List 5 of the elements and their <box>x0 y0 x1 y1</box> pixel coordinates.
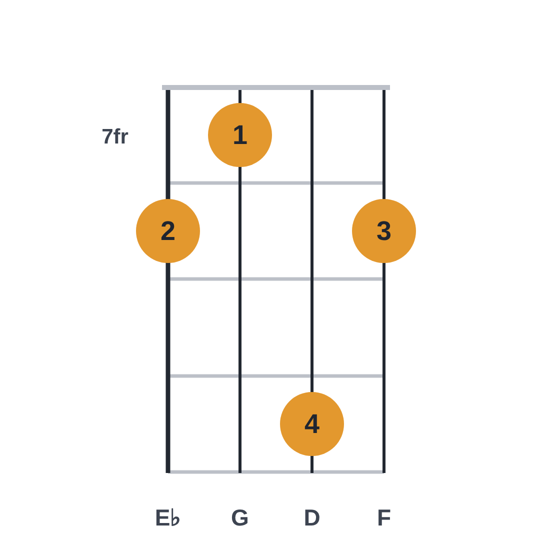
string-name: F <box>376 506 392 530</box>
string-name: G <box>231 506 249 530</box>
fret-number: 7fr <box>102 126 128 148</box>
string-name: E♭ <box>154 506 182 530</box>
string-name: D <box>304 506 320 530</box>
